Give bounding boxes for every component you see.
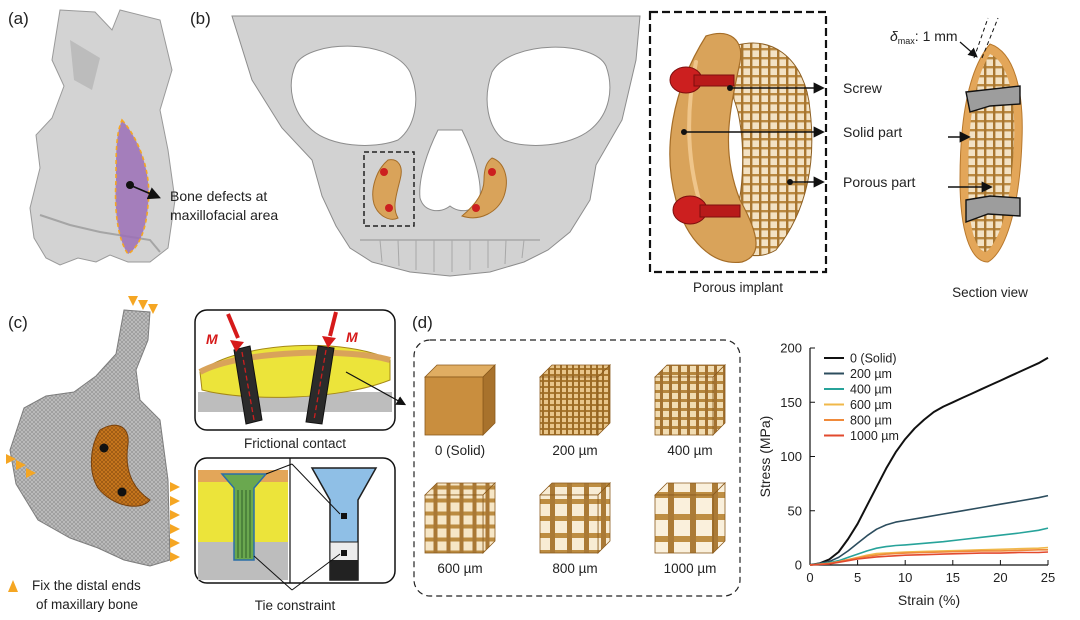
tie-node-2 bbox=[341, 550, 347, 556]
section-view-caption: Section view bbox=[952, 285, 1028, 300]
porous-implant-inset: Porous implant bbox=[650, 12, 826, 295]
legend-entry: 200 µm bbox=[850, 367, 892, 381]
cell-side-face bbox=[598, 483, 610, 553]
x-tick-label: 20 bbox=[993, 570, 1007, 585]
x-tick-label: 10 bbox=[898, 570, 912, 585]
cell-front-face bbox=[655, 495, 713, 553]
cell-front-face bbox=[655, 377, 713, 435]
y-tick-label: 100 bbox=[780, 449, 802, 464]
fix-label-line1: Fix the distal ends bbox=[32, 578, 141, 593]
y-tick-label: 50 bbox=[788, 503, 802, 518]
tie-constraint-caption: Tie constraint bbox=[255, 598, 336, 613]
y-tick-label: 200 bbox=[780, 341, 802, 356]
panel-a-label: (a) bbox=[8, 9, 29, 28]
panel-a: (a) Bone defects at maxillofacial area bbox=[8, 9, 278, 265]
tie-node-1 bbox=[341, 513, 347, 519]
fe-screw-1 bbox=[100, 444, 109, 453]
moment-label-left: M bbox=[206, 331, 218, 347]
panel-b: (b) bbox=[190, 9, 640, 276]
frictional-contact-caption: Frictional contact bbox=[244, 436, 346, 451]
legend-entry: 1000 µm bbox=[850, 429, 899, 443]
delta-arrow bbox=[960, 42, 976, 56]
cell-front-face bbox=[425, 377, 483, 435]
panel-d-label: (d) bbox=[412, 313, 433, 332]
x-axis-title: Strain (%) bbox=[898, 592, 960, 608]
y-axis-title: Stress (MPa) bbox=[757, 416, 773, 498]
cell-side-face bbox=[483, 483, 495, 553]
callout-solid-part: Solid part bbox=[843, 124, 902, 140]
fix-label-line2: of maxillary bone bbox=[36, 597, 138, 612]
panel-b-label: (b) bbox=[190, 9, 211, 28]
cell-side-face bbox=[598, 365, 610, 435]
defect-label-line1: Bone defects at bbox=[170, 188, 267, 204]
fe-bone-mesh bbox=[10, 310, 170, 566]
panel-c-label: (c) bbox=[8, 313, 28, 332]
cell-front-face bbox=[540, 495, 598, 553]
legend-entry: 600 µm bbox=[850, 398, 892, 412]
defect-label-line2: maxillofacial area bbox=[170, 207, 278, 223]
legend-entry: 0 (Solid) bbox=[850, 352, 897, 366]
x-tick-label: 5 bbox=[854, 570, 861, 585]
y-tick-label: 150 bbox=[780, 395, 802, 410]
unit-cell-label: 1000 µm bbox=[664, 561, 717, 576]
unit-cell: 1000 µm bbox=[655, 483, 725, 576]
defect-point-marker bbox=[126, 181, 134, 189]
fix-legend-icon bbox=[8, 580, 18, 592]
unit-cell-label: 400 µm bbox=[667, 443, 712, 458]
delta-value: : 1 mm bbox=[915, 28, 958, 44]
x-tick-label: 15 bbox=[946, 570, 960, 585]
legend-entry: 400 µm bbox=[850, 383, 892, 397]
unit-cell-label: 0 (Solid) bbox=[435, 443, 485, 458]
delta-label: δmax: 1 mm bbox=[890, 28, 958, 46]
tie-screw-end bbox=[330, 560, 358, 580]
cell-side-face bbox=[713, 365, 725, 435]
porous-implant-caption: Porous implant bbox=[693, 280, 783, 295]
moment-label-right: M bbox=[346, 329, 358, 345]
fix-markers-right bbox=[170, 482, 180, 562]
unit-cell-label: 800 µm bbox=[552, 561, 597, 576]
callout-screw: Screw bbox=[843, 80, 883, 96]
fe-screw-2 bbox=[118, 488, 127, 497]
left-implant-screw-2 bbox=[385, 204, 393, 212]
y-tick-label: 0 bbox=[795, 558, 802, 573]
panel-d: (d) 0 (Solid) 200 µm 400 µm 600 µm 800 µm 100… bbox=[412, 313, 740, 596]
right-implant-screw-1 bbox=[488, 168, 496, 176]
panel-c: (c) Fix the distal ends of maxillary bon… bbox=[6, 296, 404, 613]
unit-cell-label: 200 µm bbox=[552, 443, 597, 458]
cell-front-face bbox=[425, 495, 483, 553]
unit-cell-label: 600 µm bbox=[437, 561, 482, 576]
maxilla-side-view bbox=[30, 10, 175, 265]
left-implant-screw-1 bbox=[380, 168, 388, 176]
cell-side-face bbox=[713, 483, 725, 553]
right-implant-screw-2 bbox=[472, 204, 480, 212]
unit-cell: 0 (Solid) bbox=[425, 365, 495, 458]
callout-porous-part: Porous part bbox=[843, 174, 915, 190]
section-view: δmax: 1 mm Section view bbox=[890, 18, 1028, 300]
legend-entry: 800 µm bbox=[850, 414, 892, 428]
delta-subscript: max bbox=[898, 36, 916, 46]
x-tick-label: 25 bbox=[1041, 570, 1055, 585]
cell-side-face bbox=[483, 365, 495, 435]
cell-front-face bbox=[540, 377, 598, 435]
x-tick-label: 0 bbox=[806, 570, 813, 585]
